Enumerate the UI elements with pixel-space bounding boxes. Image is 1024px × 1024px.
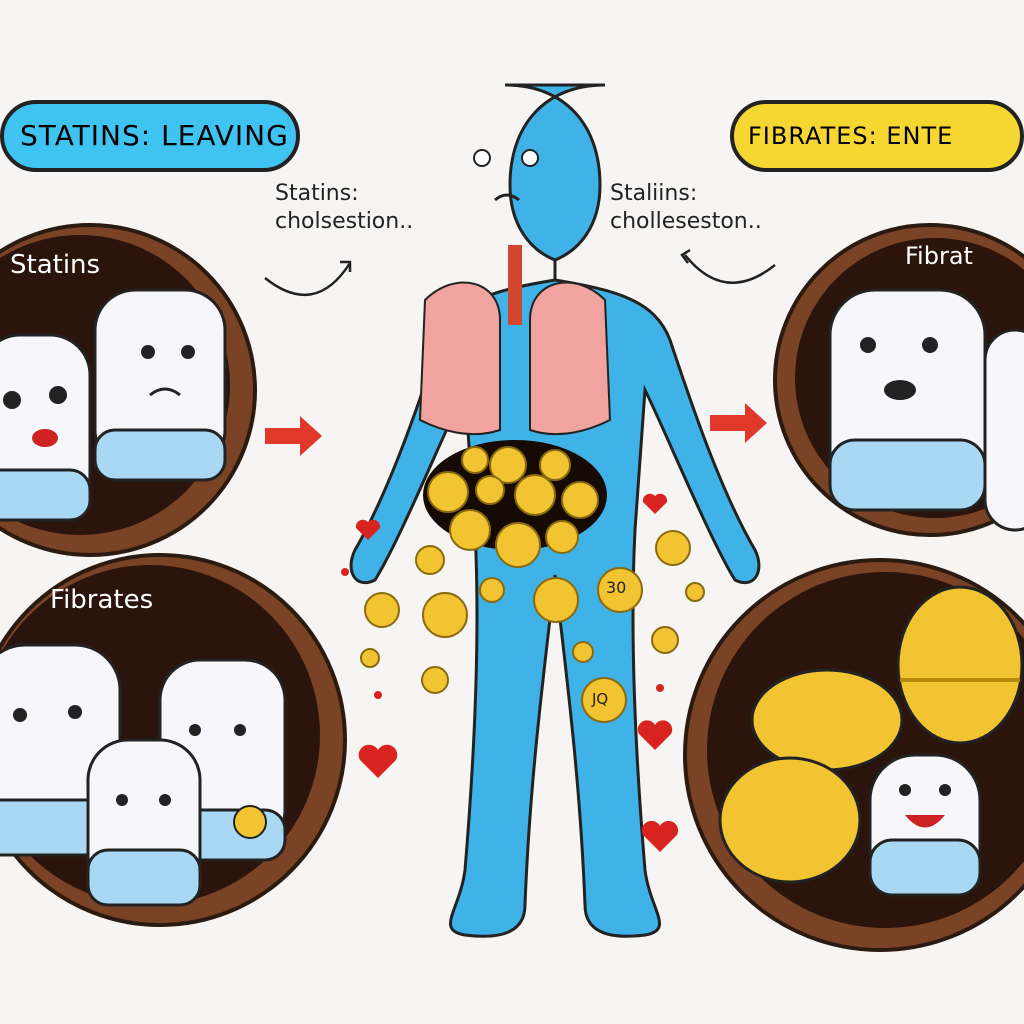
- fibrates-circle-top-right: [773, 223, 1024, 537]
- fibrates-circle-bottom-right: [683, 558, 1024, 952]
- fibrates-entering-banner: FIBRATES: ENTE: [730, 100, 1024, 172]
- yellow-pills: [360, 446, 705, 723]
- statins-circle: [0, 223, 257, 557]
- pill-mark-jq: JQ: [592, 690, 609, 708]
- pill-mark-30: 30: [606, 578, 627, 597]
- fibrates-circle-label: Fibrates: [50, 585, 154, 615]
- statins-annotation: Statins: cholsestion..: [275, 181, 414, 234]
- arrows: [264, 248, 776, 456]
- statins-leaving-banner: STATINS: LEAVING: [0, 100, 300, 172]
- staliins-annotation: Staliins: cholleseston..: [610, 181, 762, 234]
- fibrates-circle-left: [0, 553, 347, 927]
- hearts: [341, 493, 679, 852]
- fibrat-circle-label: Fibrat: [905, 242, 973, 270]
- statins-circle-label: Statins: [10, 250, 101, 280]
